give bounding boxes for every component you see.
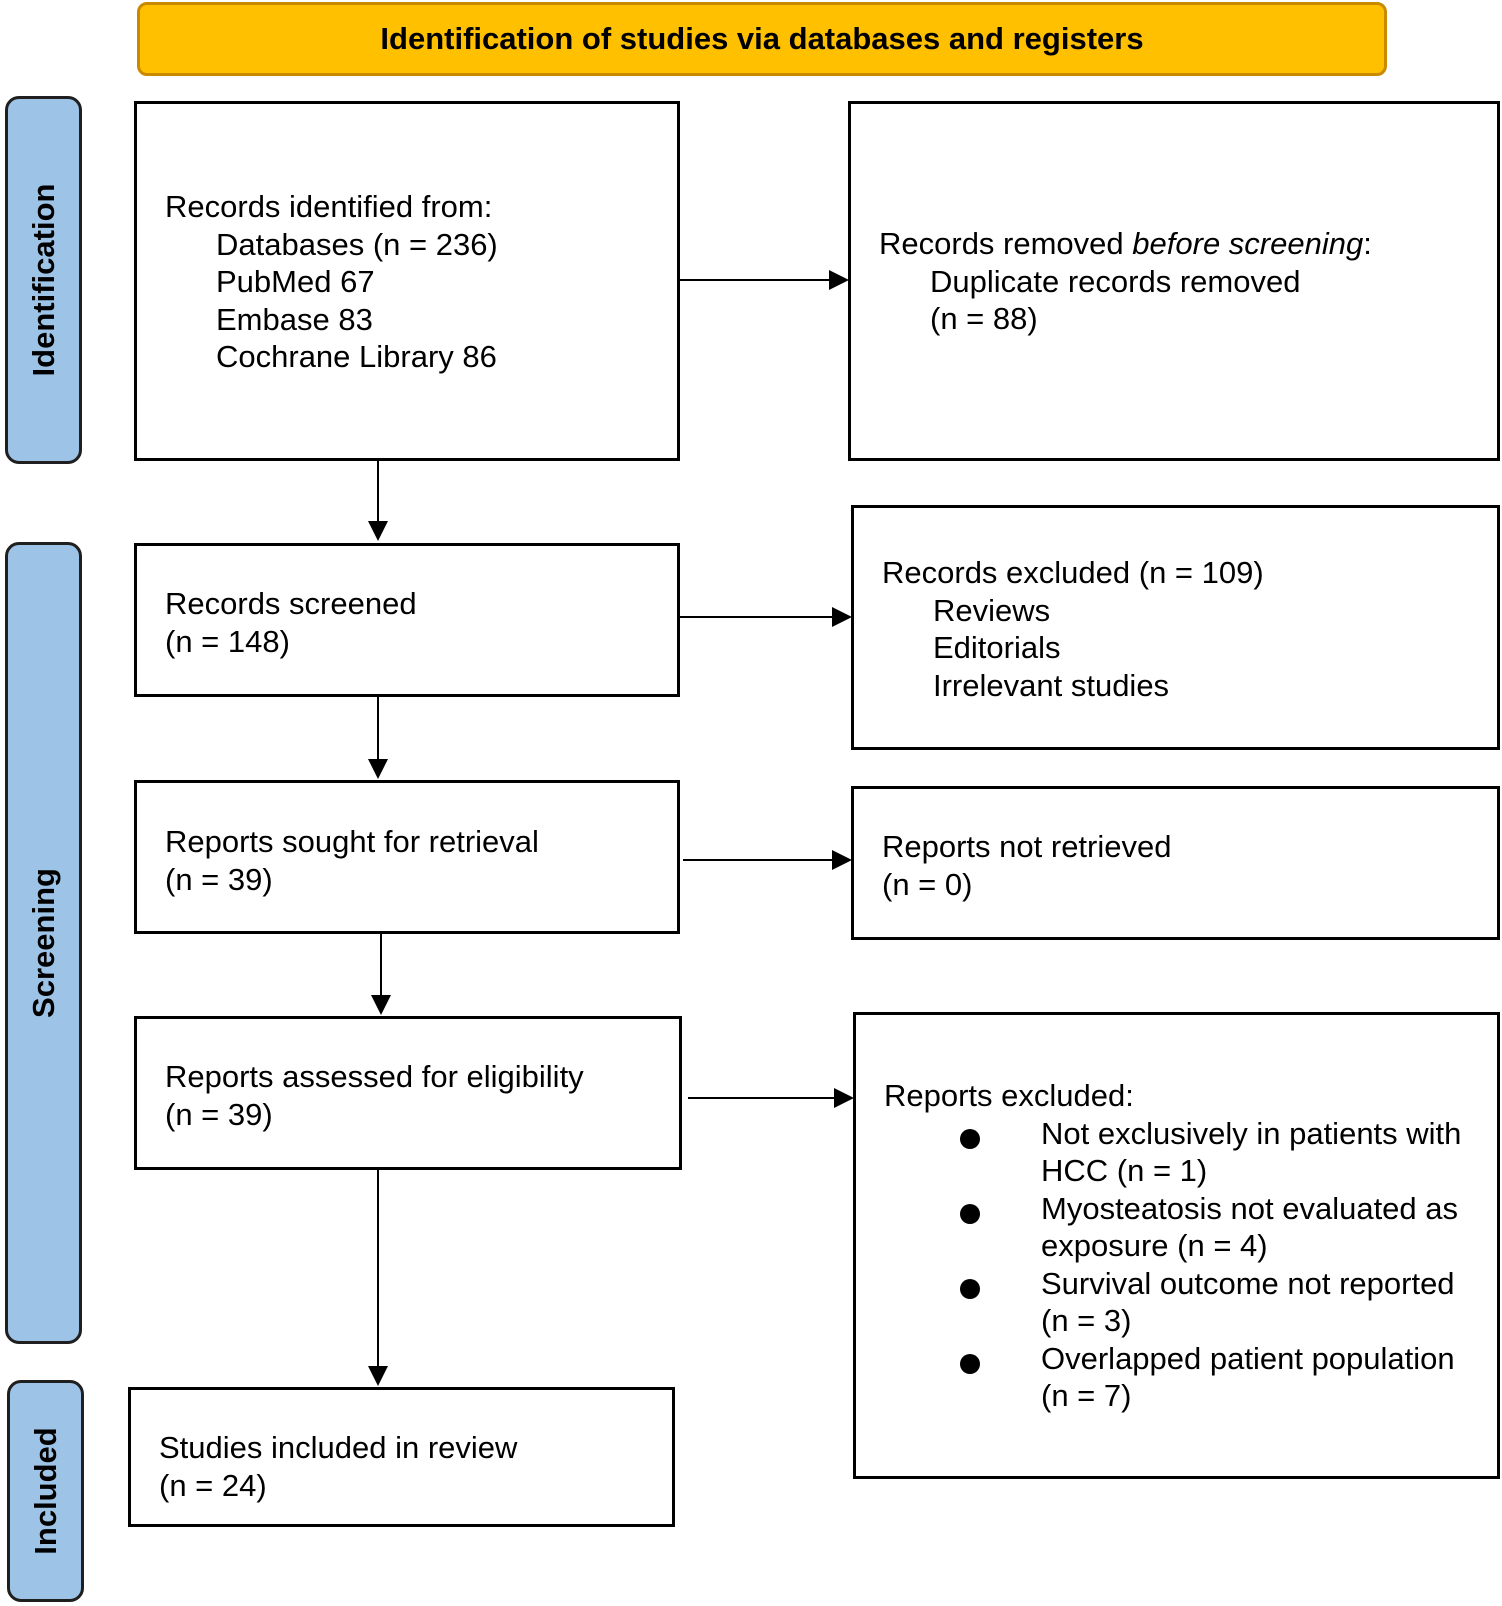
records-excluded-line: Irrelevant studies: [933, 667, 1170, 703]
exclusion-reason-line: Survival outcome not reported: [1041, 1265, 1455, 1301]
studies-included-box: Studies included in review (n = 24): [128, 1387, 675, 1527]
records-screened-title: Records screened: [165, 586, 417, 621]
arrowhead-icon: [368, 759, 388, 779]
records-excluded-line: Reviews: [933, 592, 1051, 628]
reports-sought-box: Reports sought for retrieval (n = 39): [134, 780, 680, 934]
records-screened-count: (n = 148): [165, 623, 290, 659]
arrowhead-icon: [368, 521, 388, 541]
exclusion-reason-item: Overlapped patient population (n = 7): [884, 1340, 1497, 1415]
records-removed-title-emphasis: before screening: [1132, 226, 1364, 261]
reports-assessed-title: Reports assessed for eligibility: [165, 1059, 584, 1094]
reports-assessed-box: Reports assessed for eligibility (n = 39…: [134, 1016, 682, 1170]
phase-included: Included: [7, 1380, 84, 1602]
bullet-icon: [960, 1128, 980, 1149]
records-removed-title-suffix: :: [1363, 226, 1372, 261]
arrowhead-icon: [829, 270, 849, 290]
records-excluded-box: Records excluded (n = 109) Reviews Edito…: [851, 505, 1500, 750]
exclusion-reason-line: HCC (n = 1): [1041, 1153, 1208, 1188]
records-screened-box: Records screened (n = 148): [134, 543, 680, 697]
reports-sought-count: (n = 39): [165, 861, 273, 897]
header-banner: Identification of studies via databases …: [137, 2, 1387, 76]
exclusion-reason-item: Survival outcome not reported (n = 3): [884, 1265, 1497, 1340]
arrowhead-icon: [834, 1088, 854, 1108]
records-removed-line: (n = 88): [930, 301, 1038, 336]
records-identified-line: Databases (n = 236): [216, 226, 498, 262]
exclusion-reason-line: Myosteatosis not evaluated as: [1041, 1190, 1459, 1226]
records-excluded-line: Editorials: [933, 630, 1061, 665]
exclusion-reason-line: (n = 3): [1041, 1303, 1132, 1338]
reports-sought-title: Reports sought for retrieval: [165, 824, 539, 859]
bullet-icon: [960, 1203, 980, 1224]
reports-excluded-box: Reports excluded: Not exclusively in pat…: [853, 1012, 1500, 1479]
exclusion-reason-line: (n = 7): [1041, 1378, 1132, 1413]
exclusion-reason-item: Not exclusively in patients with HCC (n …: [884, 1115, 1497, 1190]
records-identified-line: Embase 83: [216, 301, 373, 337]
records-identified-box: Records identified from: Databases (n = …: [134, 101, 680, 461]
reports-assessed-count: (n = 39): [165, 1096, 273, 1132]
phase-identification: Identification: [5, 96, 82, 464]
records-identified-line: PubMed 67: [216, 264, 375, 299]
header-title: Identification of studies via databases …: [380, 21, 1144, 56]
arrowhead-icon: [832, 850, 852, 870]
exclusion-reason-item: Myosteatosis not evaluated as exposure (…: [884, 1190, 1497, 1265]
records-removed-title-prefix: Records removed: [879, 226, 1133, 261]
exclusion-reason-line: Overlapped patient population: [1041, 1340, 1455, 1376]
exclusion-reason-line: exposure (n = 4): [1041, 1228, 1268, 1263]
records-identified-title: Records identified from:: [165, 189, 493, 224]
reports-not-retrieved-title: Reports not retrieved: [882, 829, 1172, 864]
reports-not-retrieved-box: Reports not retrieved (n = 0): [851, 786, 1500, 940]
bullet-icon: [960, 1278, 980, 1299]
records-removed-title: Records removed before screening:: [879, 225, 1497, 263]
phase-screening: Screening: [5, 542, 82, 1344]
records-excluded-title: Records excluded (n = 109): [882, 555, 1264, 590]
records-removed-box: Records removed before screening: Duplic…: [848, 101, 1500, 461]
studies-included-count: (n = 24): [159, 1467, 267, 1503]
exclusion-reason-line: Not exclusively in patients with: [1041, 1115, 1462, 1151]
bullet-icon: [960, 1353, 980, 1374]
arrowhead-icon: [371, 995, 391, 1015]
records-identified-line: Cochrane Library 86: [216, 339, 497, 374]
reports-excluded-title: Reports excluded:: [884, 1078, 1134, 1113]
arrowhead-icon: [832, 607, 852, 627]
reports-not-retrieved-count: (n = 0): [882, 866, 973, 902]
records-removed-line: Duplicate records removed: [930, 263, 1301, 299]
studies-included-title: Studies included in review: [159, 1430, 518, 1465]
arrowhead-icon: [368, 1366, 388, 1386]
